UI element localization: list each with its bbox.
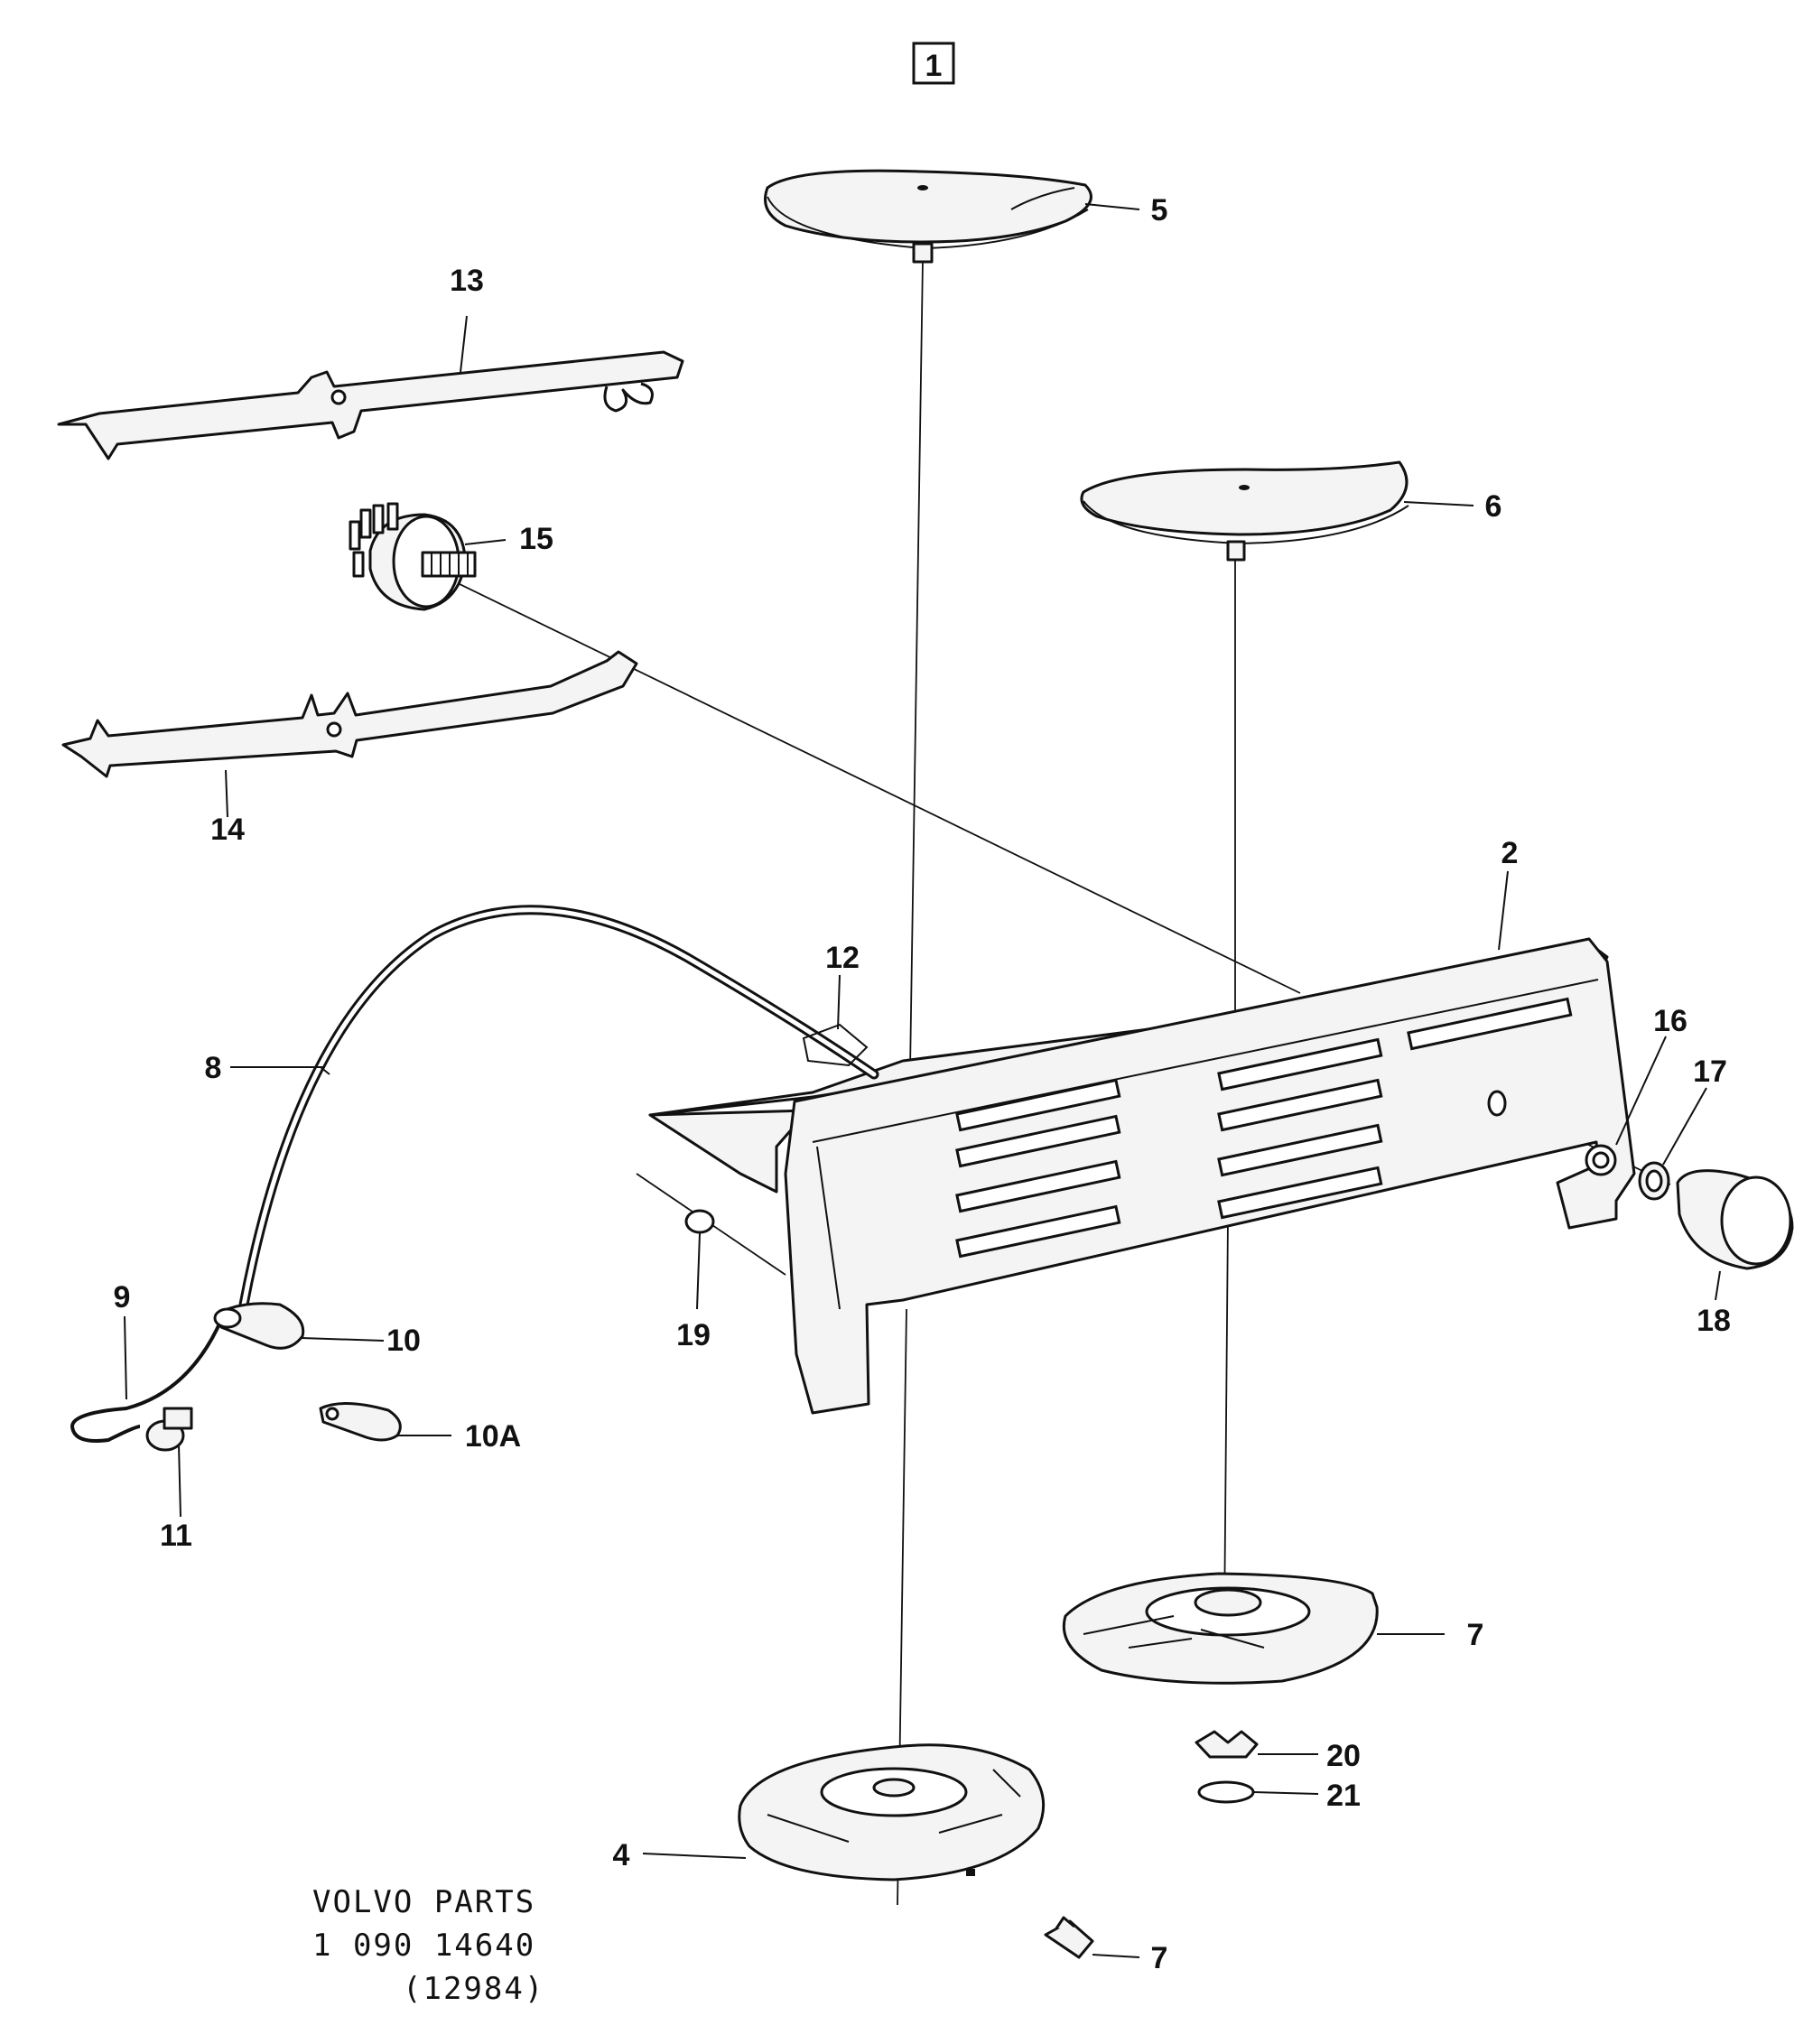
callout-21: 21 [1326,1779,1361,1813]
part-6-disc [1062,1572,1379,1685]
callout-17: 17 [1693,1055,1727,1089]
callout-3: 5 [1151,193,1168,228]
part-8-cable [238,905,879,1310]
callout-10a: 10A [465,1419,521,1454]
leader-lines [124,203,1721,1958]
part-9-wire [70,1308,228,1443]
part-10-clip [213,1302,305,1350]
part-15-switch [349,502,477,611]
footer-part-number: 1 090 14640 [312,1928,535,1964]
part-16-lock-washer [1585,1144,1617,1176]
part-18-knob [1676,1169,1794,1270]
callout-4: 4 [613,1838,630,1872]
callout-8: 8 [205,1051,222,1085]
part-13-lever-bar [57,350,684,460]
callout-14: 14 [210,813,245,847]
part-10a-clip [319,1401,402,1442]
callout-19: 19 [676,1318,711,1352]
group-number: 1 [925,49,943,83]
footer-ref-number: (12984) [403,1971,544,2007]
part-5-plate [1080,460,1409,562]
callout-labels: 5 13 6 15 14 2 12 16 17 8 9 10 19 18 10A… [114,193,1731,1975]
footer-brand: VOLVO PARTS [312,1884,535,1920]
part-14-lever-bar [61,650,638,778]
part-20-clip-washer [1195,1730,1259,1759]
group-number-box: 1 [912,42,955,85]
callout-9: 9 [114,1280,131,1315]
part-19-ring [684,1209,715,1234]
part-4-disc [738,1743,1046,1881]
part-7-bulb [1044,1916,1094,1959]
part-2-panel-housing [648,937,1636,1415]
callout-2: 2 [1502,836,1519,870]
callout-12: 12 [825,941,860,975]
callout-7: 7 [1151,1941,1168,1975]
callout-5: 6 [1485,489,1502,524]
callout-18: 18 [1697,1304,1731,1338]
callout-10: 10 [386,1324,421,1358]
part-3-upper-plate [764,169,1092,264]
callout-11: 11 [160,1519,192,1553]
callout-13: 13 [450,264,484,298]
footer: VOLVO PARTS 1 090 14640 (12984) [312,1884,544,2007]
callout-15: 15 [519,522,553,556]
callout-6: 7 [1467,1618,1484,1652]
callout-16: 16 [1653,1004,1687,1038]
part-17-nut [1638,1161,1670,1201]
part-11-bulb-holder [145,1407,193,1452]
part-21-o-ring [1197,1780,1255,1804]
callout-20: 20 [1326,1739,1361,1773]
